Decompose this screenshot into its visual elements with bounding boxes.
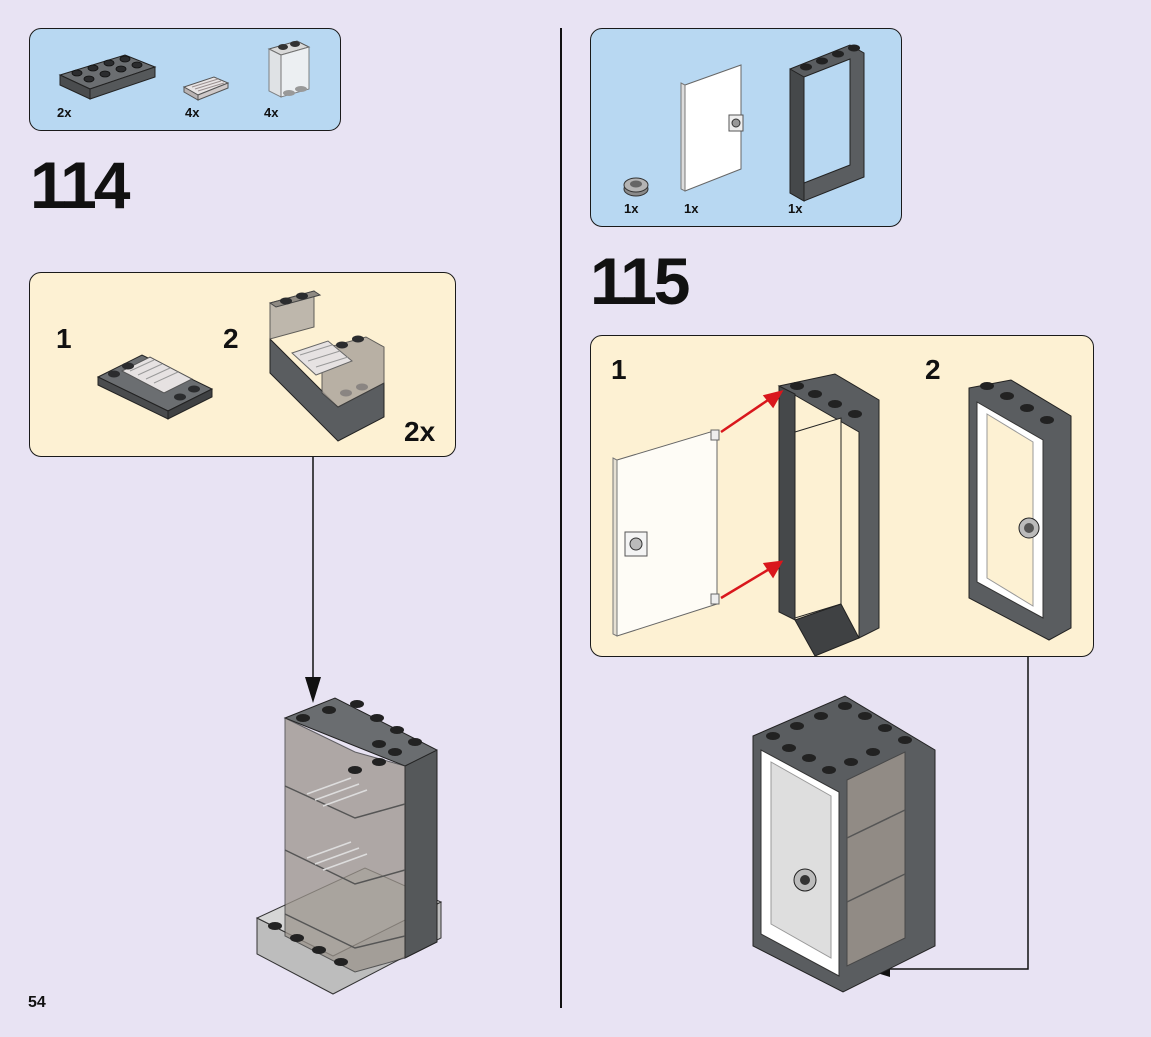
part-qty-grille: 4x [185,105,200,120]
trans-panel-icon [267,40,311,98]
plate-with-grille-illustration [96,354,214,420]
substep-number-1: 1 [611,354,627,385]
dark-gray-plate-icon [58,54,157,100]
shelf-tower-with-door-115 [752,695,936,993]
shelf-tower-model-114 [255,697,443,995]
part-qty-plate: 2x [57,105,72,120]
substep-box-115: 1 2 [590,335,1094,657]
grille-tile-icon [182,76,230,101]
parts-box-114: 2x 4x 4x [29,28,341,131]
page-divider [560,28,562,1008]
door-assembled-illustration [968,379,1072,641]
part-qty-panel: 4x [264,105,279,120]
page-number: 54 [28,994,46,1011]
panel-assembly-illustration [268,290,385,442]
substep-box-114: 1 2 2x [29,272,456,457]
multiplier-label: 2x [404,416,436,447]
substep-number-1: 1 [56,323,72,354]
assembly-arrow [305,457,321,703]
door-frame-icon [789,44,865,202]
substep-number-2: 2 [925,354,941,385]
step-number-115: 115 [590,244,690,318]
step-number-114: 114 [30,148,130,222]
door-attach-illustration [612,373,880,657]
parts-box-115: 1x 1x 1x [590,28,902,227]
part-qty-door: 1x [684,201,699,216]
part-qty-round-tile: 1x [624,201,639,216]
substep-number-2: 2 [223,323,239,354]
round-tile-icon [623,177,649,197]
part-qty-frame: 1x [788,201,803,216]
trans-door-icon [680,64,744,192]
